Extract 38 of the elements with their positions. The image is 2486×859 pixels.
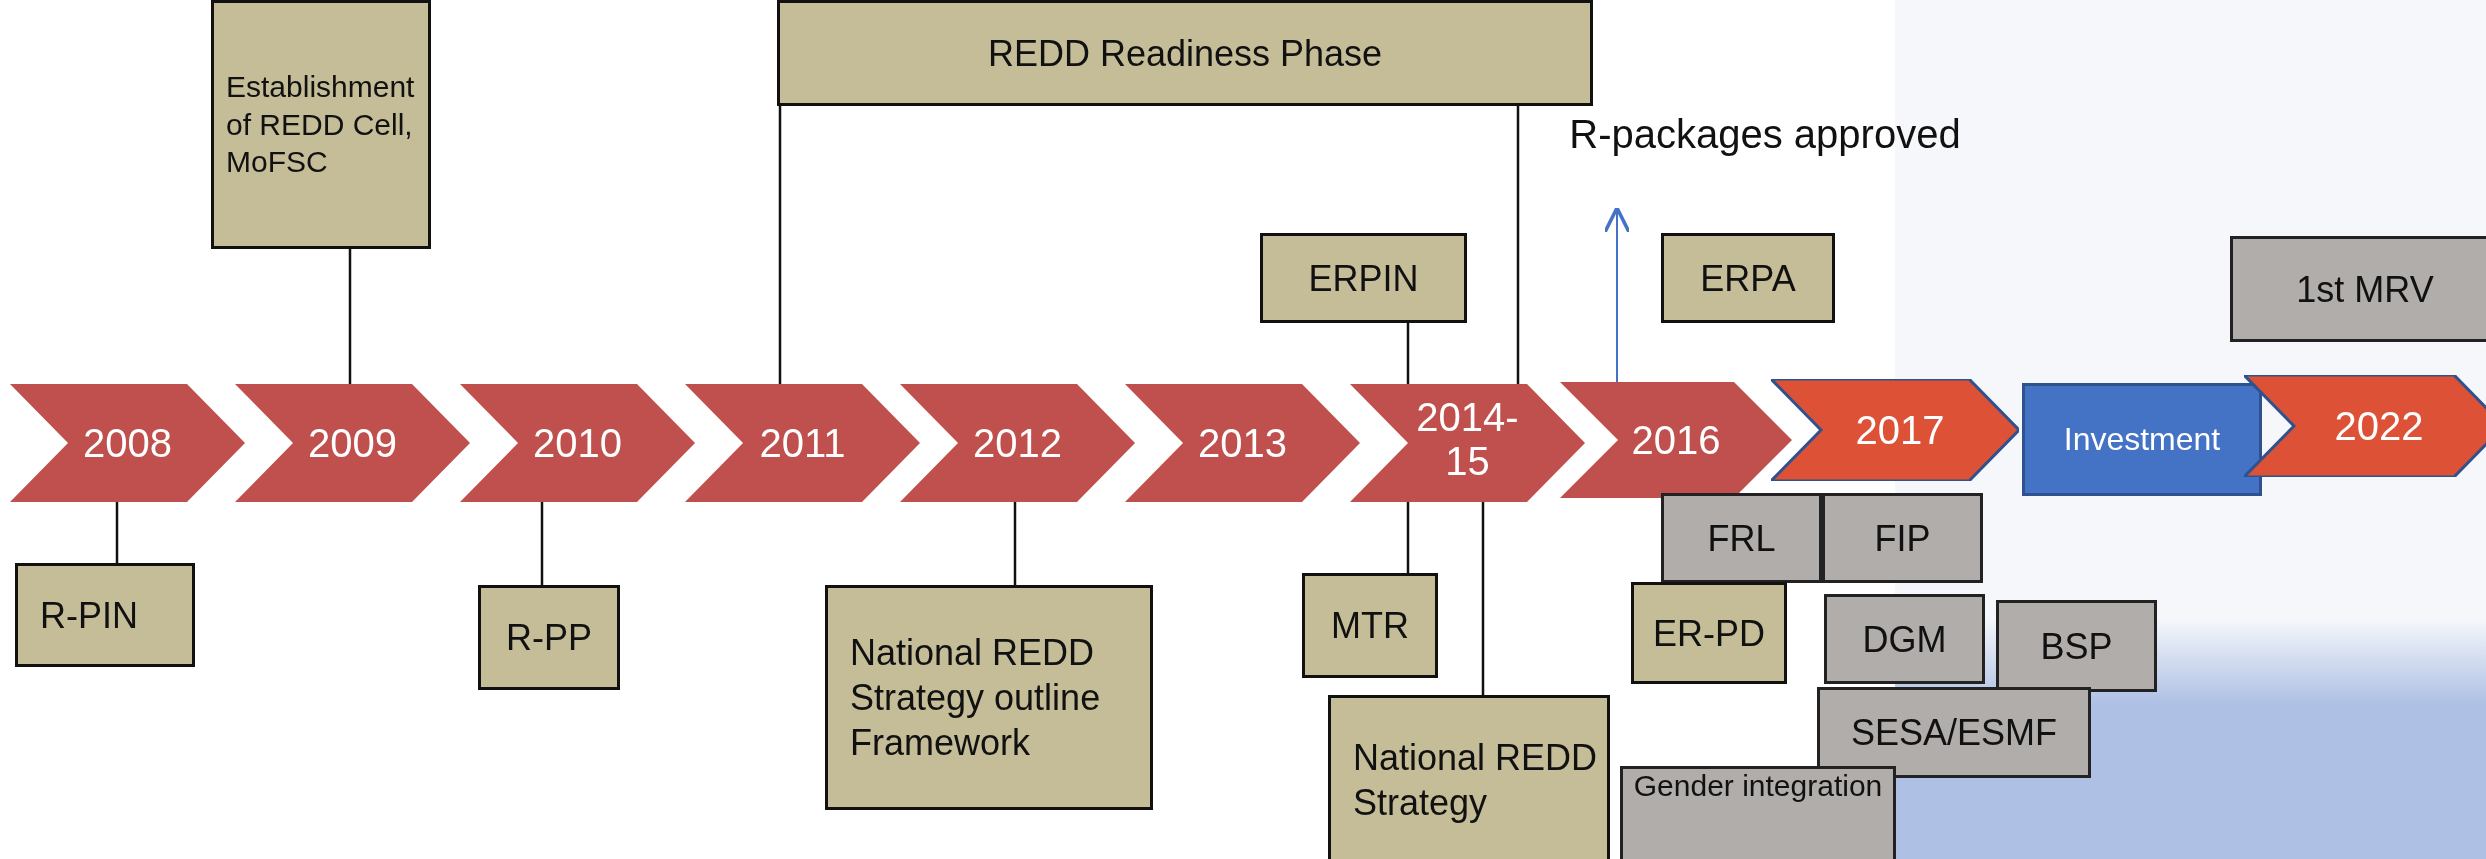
- connector-line: [1013, 502, 1017, 585]
- phase-label: Investment: [2063, 421, 2221, 458]
- year-label: 2022: [2334, 404, 2424, 448]
- milestone-box: ER-PD: [1631, 582, 1787, 684]
- arrow: [1603, 206, 1631, 383]
- milestone-box: R-PP: [478, 585, 620, 690]
- milestone-box: Establishment of REDD Cell, MoFSC: [211, 0, 431, 249]
- connector-line: [1406, 502, 1410, 573]
- milestone-box: BSP: [1996, 600, 2157, 692]
- year-label: 2008: [83, 421, 172, 465]
- connector-line: [1406, 323, 1410, 384]
- milestone-box: ERPA: [1661, 233, 1835, 323]
- year-label: 2010: [533, 421, 622, 465]
- milestone-box: FIP: [1822, 493, 1983, 583]
- milestone-box: National REDD Strategy: [1328, 695, 1610, 859]
- connector-line: [540, 502, 544, 585]
- milestone-box: National REDD Strategy outline Framework: [825, 585, 1153, 810]
- year-label: 2014-15: [1415, 395, 1520, 483]
- connector-line: [1481, 502, 1485, 695]
- milestone-box: FRL: [1661, 493, 1822, 583]
- year-label: 2009: [308, 421, 397, 465]
- annotation-text: R-packages approved: [1550, 112, 1980, 208]
- milestone-box: Gender integration: [1620, 766, 1896, 859]
- milestone-box: 1st MRV: [2230, 236, 2486, 342]
- phase-box: REDD Readiness Phase: [777, 0, 1593, 106]
- year-label: 2017: [1855, 408, 1945, 452]
- year-label: 2016: [1631, 418, 1721, 462]
- milestone-box: MTR: [1302, 573, 1438, 678]
- connector-line: [778, 106, 782, 384]
- year-label: 2011: [759, 421, 846, 465]
- year-label: 2013: [1198, 421, 1287, 465]
- connector-line: [348, 249, 352, 384]
- connector-line: [1516, 106, 1520, 384]
- year-label: 2012: [973, 421, 1062, 465]
- connector-line: [115, 502, 119, 563]
- milestone-box: DGM: [1824, 594, 1985, 684]
- milestone-box: R-PIN: [15, 563, 195, 667]
- milestone-box: ERPIN: [1260, 233, 1467, 323]
